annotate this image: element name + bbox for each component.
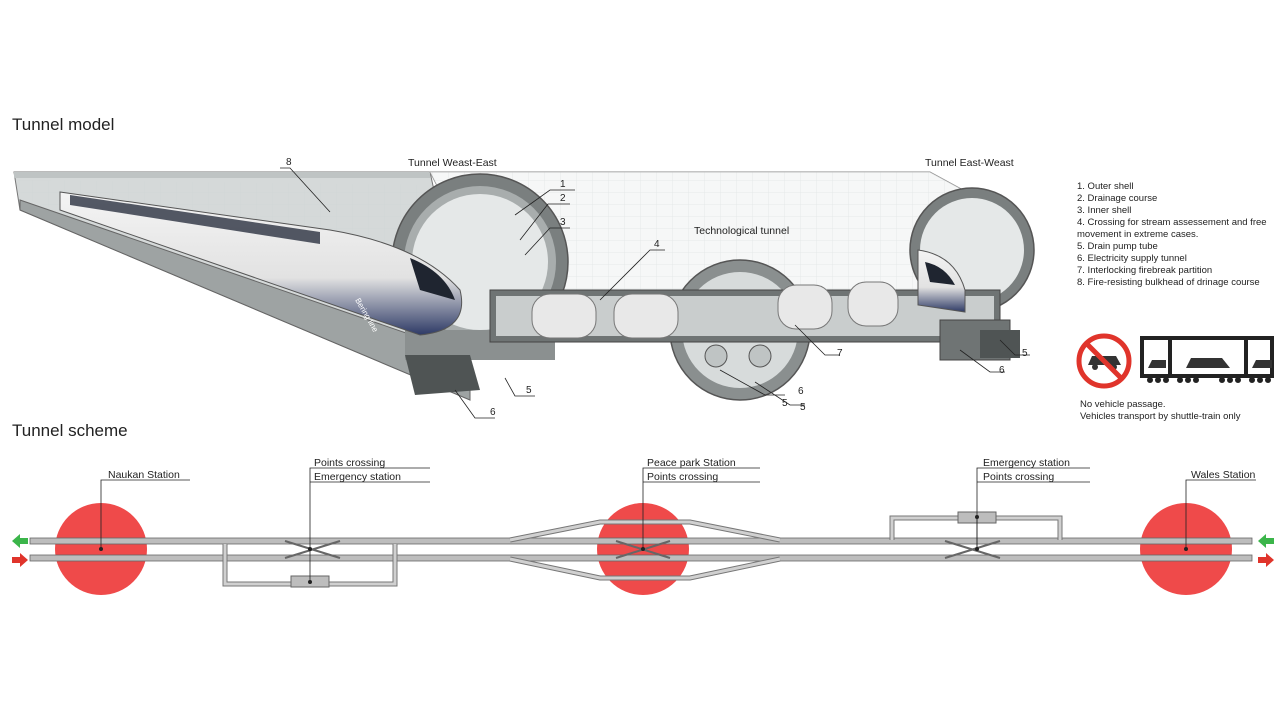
svg-text:1: 1 <box>560 179 566 190</box>
shuttle-train-left: Bering line <box>59 191 463 336</box>
station-label: Points crossing <box>647 471 718 483</box>
svg-text:3: 3 <box>560 217 566 228</box>
svg-text:6: 6 <box>999 365 1005 376</box>
tunnel-scheme-heading: Tunnel scheme <box>12 421 128 440</box>
tunnel-east-west-label: Tunnel East-Weast <box>925 157 1014 169</box>
svg-text:4: 4 <box>654 239 660 250</box>
main-tracks <box>29 537 1253 562</box>
tunnel-scheme: Naukan Station Points crossing Emergency… <box>12 457 1274 595</box>
svg-text:6: 6 <box>798 386 804 397</box>
legend-item: 1. Outer shell <box>1077 181 1134 192</box>
station-label: Emergency station <box>983 457 1070 469</box>
station-label: Naukan Station <box>108 469 180 481</box>
svg-text:5: 5 <box>782 398 788 409</box>
legend-item: 4. Crossing for stream assessement and f… <box>1077 217 1267 228</box>
tunnel-model-heading: Tunnel model <box>12 115 114 134</box>
svg-text:5: 5 <box>1022 348 1028 359</box>
callout-leaders <box>280 167 1030 419</box>
shuttle-carriage-icon <box>1140 336 1274 383</box>
firebreak-capsule <box>613 293 679 339</box>
legend-item: 2. Drainage course <box>1077 193 1157 204</box>
callout-numbers: 8 1 2 3 4 5 6 5 6 5 7 6 5 <box>286 157 1028 418</box>
technological-tunnel-label: Technological tunnel <box>694 225 789 237</box>
station-label: Points crossing <box>983 471 1054 483</box>
legend-item: 8. Fire-resisting bulkhead of drinage co… <box>1077 277 1260 288</box>
svg-text:7: 7 <box>837 348 843 359</box>
legend-item: 5. Drain pump tube <box>1077 241 1158 252</box>
scheme-leaders <box>100 467 1256 582</box>
firebreak-capsule <box>847 281 899 327</box>
svg-text:5: 5 <box>800 402 806 413</box>
legend: 1. Outer shell 2. Drainage course 3. Inn… <box>1077 181 1267 288</box>
svg-text:6: 6 <box>490 407 496 418</box>
no-vehicle-icon <box>1076 333 1132 389</box>
firebreak-capsule <box>777 284 833 330</box>
station-label: Points crossing <box>314 457 385 469</box>
legend-item: movement in extreme cases. <box>1077 229 1198 240</box>
arrow-right-icon <box>12 553 28 567</box>
svg-text:5: 5 <box>526 385 532 396</box>
station-label: Wales Station <box>1191 469 1256 481</box>
no-vehicle-note-2: Vehicles transport by shuttle-train only <box>1080 411 1241 422</box>
no-vehicle-note-1: No vehicle passage. <box>1080 399 1166 410</box>
legend-item: 3. Inner shell <box>1077 205 1131 216</box>
tunnel-model-illustration: Bering line Tunnel Weast-East Tunnel Eas… <box>13 157 1035 419</box>
legend-item: 6. Electricity supply tunnel <box>1077 253 1187 264</box>
arrow-left-icon <box>12 534 28 548</box>
tunnel-west-east-label: Tunnel Weast-East <box>408 157 497 169</box>
station-label: Emergency station <box>314 471 401 483</box>
svg-text:8: 8 <box>286 157 292 168</box>
arrow-left-icon <box>1258 534 1274 548</box>
firebreak-capsule <box>531 293 597 339</box>
svg-text:2: 2 <box>560 193 566 204</box>
station-label: Peace park Station <box>647 457 736 469</box>
legend-item: 7. Interlocking firebreak partition <box>1077 265 1212 276</box>
shuttle-train-right <box>917 249 966 313</box>
arrow-right-icon <box>1258 553 1274 567</box>
